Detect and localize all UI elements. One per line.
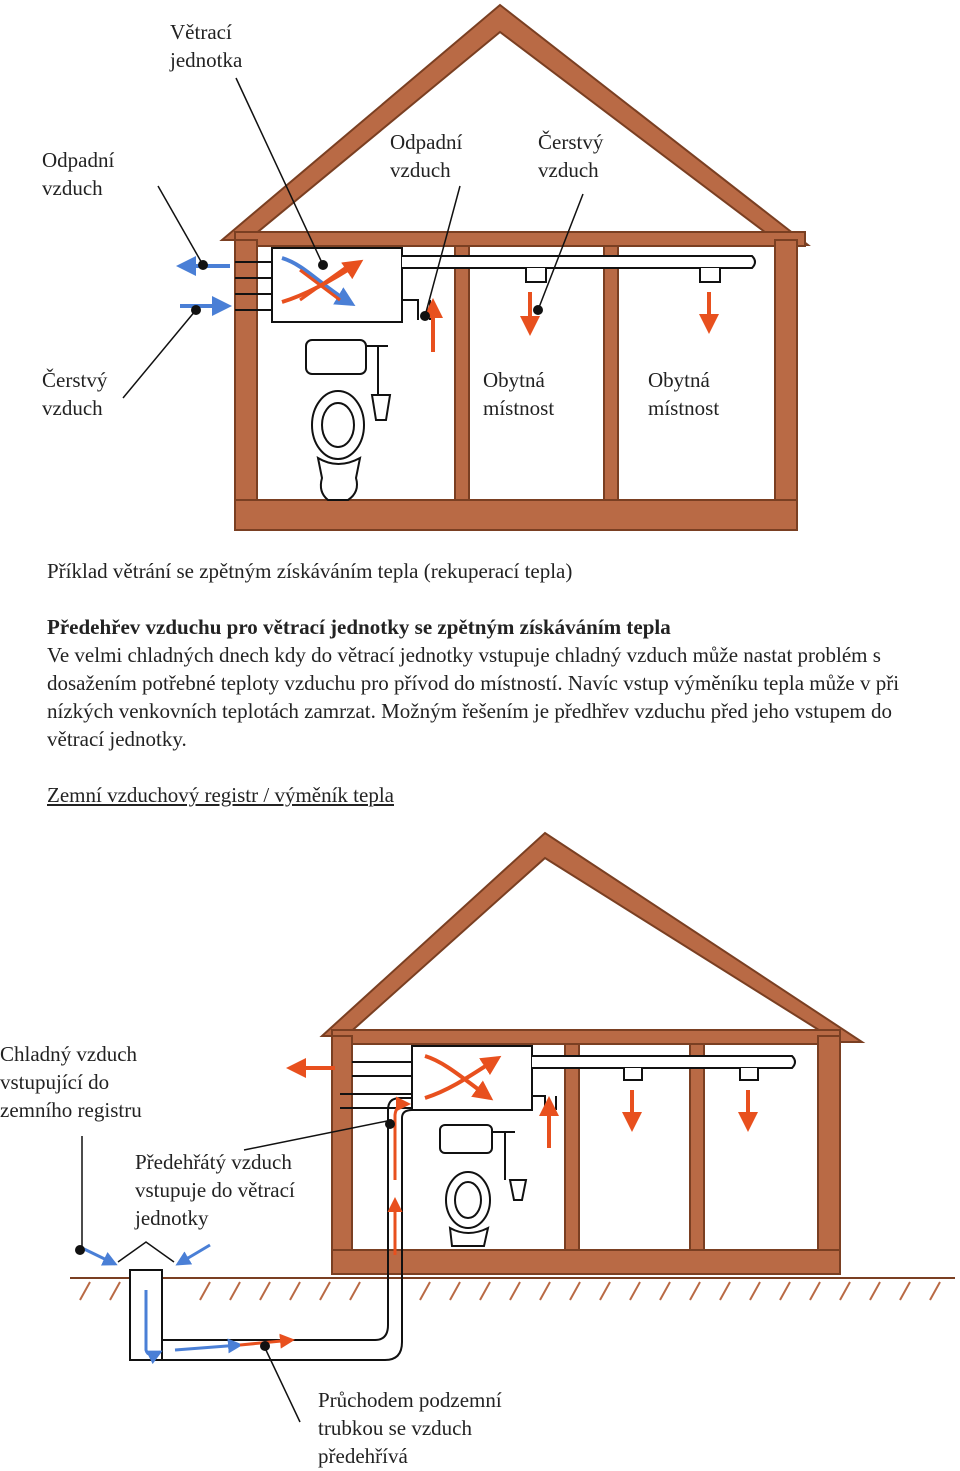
inner-wall-1b <box>603 245 619 507</box>
floor-2 <box>331 1249 841 1275</box>
ceiling-beam-2 <box>331 1029 841 1045</box>
label-cold-air: Chladný vzduch vstupující do zemního reg… <box>0 1042 142 1122</box>
subheading: Zemní vzduchový registr / výměník tepla <box>47 783 394 807</box>
label-underground-pipe: Průchodem podzemní trubkou se vzduch pře… <box>318 1388 502 1468</box>
house-1 <box>122 3 811 531</box>
roof-2 <box>319 831 866 1043</box>
inner-wall-2b <box>689 1043 705 1257</box>
body-paragraph: Ve velmi chladných dnech kdy do větrací … <box>47 643 900 751</box>
label-fresh-air-outside: Čerstvý vzduch <box>42 368 108 420</box>
floor-1 <box>234 499 798 531</box>
left-wall-2 <box>331 1035 353 1275</box>
label-living-room-2: Obytná místnost <box>648 368 720 420</box>
ventilation-unit-1 <box>271 247 403 323</box>
inner-wall-2a <box>564 1043 580 1257</box>
label-ventilation-unit: Větrací jednotka <box>170 20 243 72</box>
ceiling-beam-1 <box>234 231 806 247</box>
house-2 <box>70 831 955 1423</box>
label-exhaust-air-outside: Odpadní vzduch <box>42 148 115 200</box>
label-preheated-air: Předehřátý vzduch vstupuje do větrací je… <box>135 1150 295 1230</box>
label-exhaust-air-inside: Odpadní vzduch <box>390 130 463 182</box>
right-wall-2 <box>817 1035 841 1275</box>
supply-duct-1 <box>402 255 756 269</box>
section-heading: Předehřev vzduchu pro větrací jednotky s… <box>47 615 671 639</box>
roof-1 <box>219 3 811 246</box>
label-living-room-1: Obytná místnost <box>483 368 555 420</box>
label-fresh-air-inside: Čerstvý vzduch <box>538 130 604 182</box>
outside-ducts-1 <box>235 261 272 311</box>
supply-duct-2 <box>532 1055 796 1069</box>
left-wall-1 <box>234 239 258 531</box>
inner-wall-1a <box>454 245 470 507</box>
ventilation-unit-2 <box>411 1045 533 1111</box>
caption: Příklad větrání se zpětným získáváním te… <box>47 559 573 583</box>
toilet-1 <box>305 339 392 501</box>
right-wall-1 <box>774 239 798 531</box>
toilet-2 <box>439 1124 528 1247</box>
